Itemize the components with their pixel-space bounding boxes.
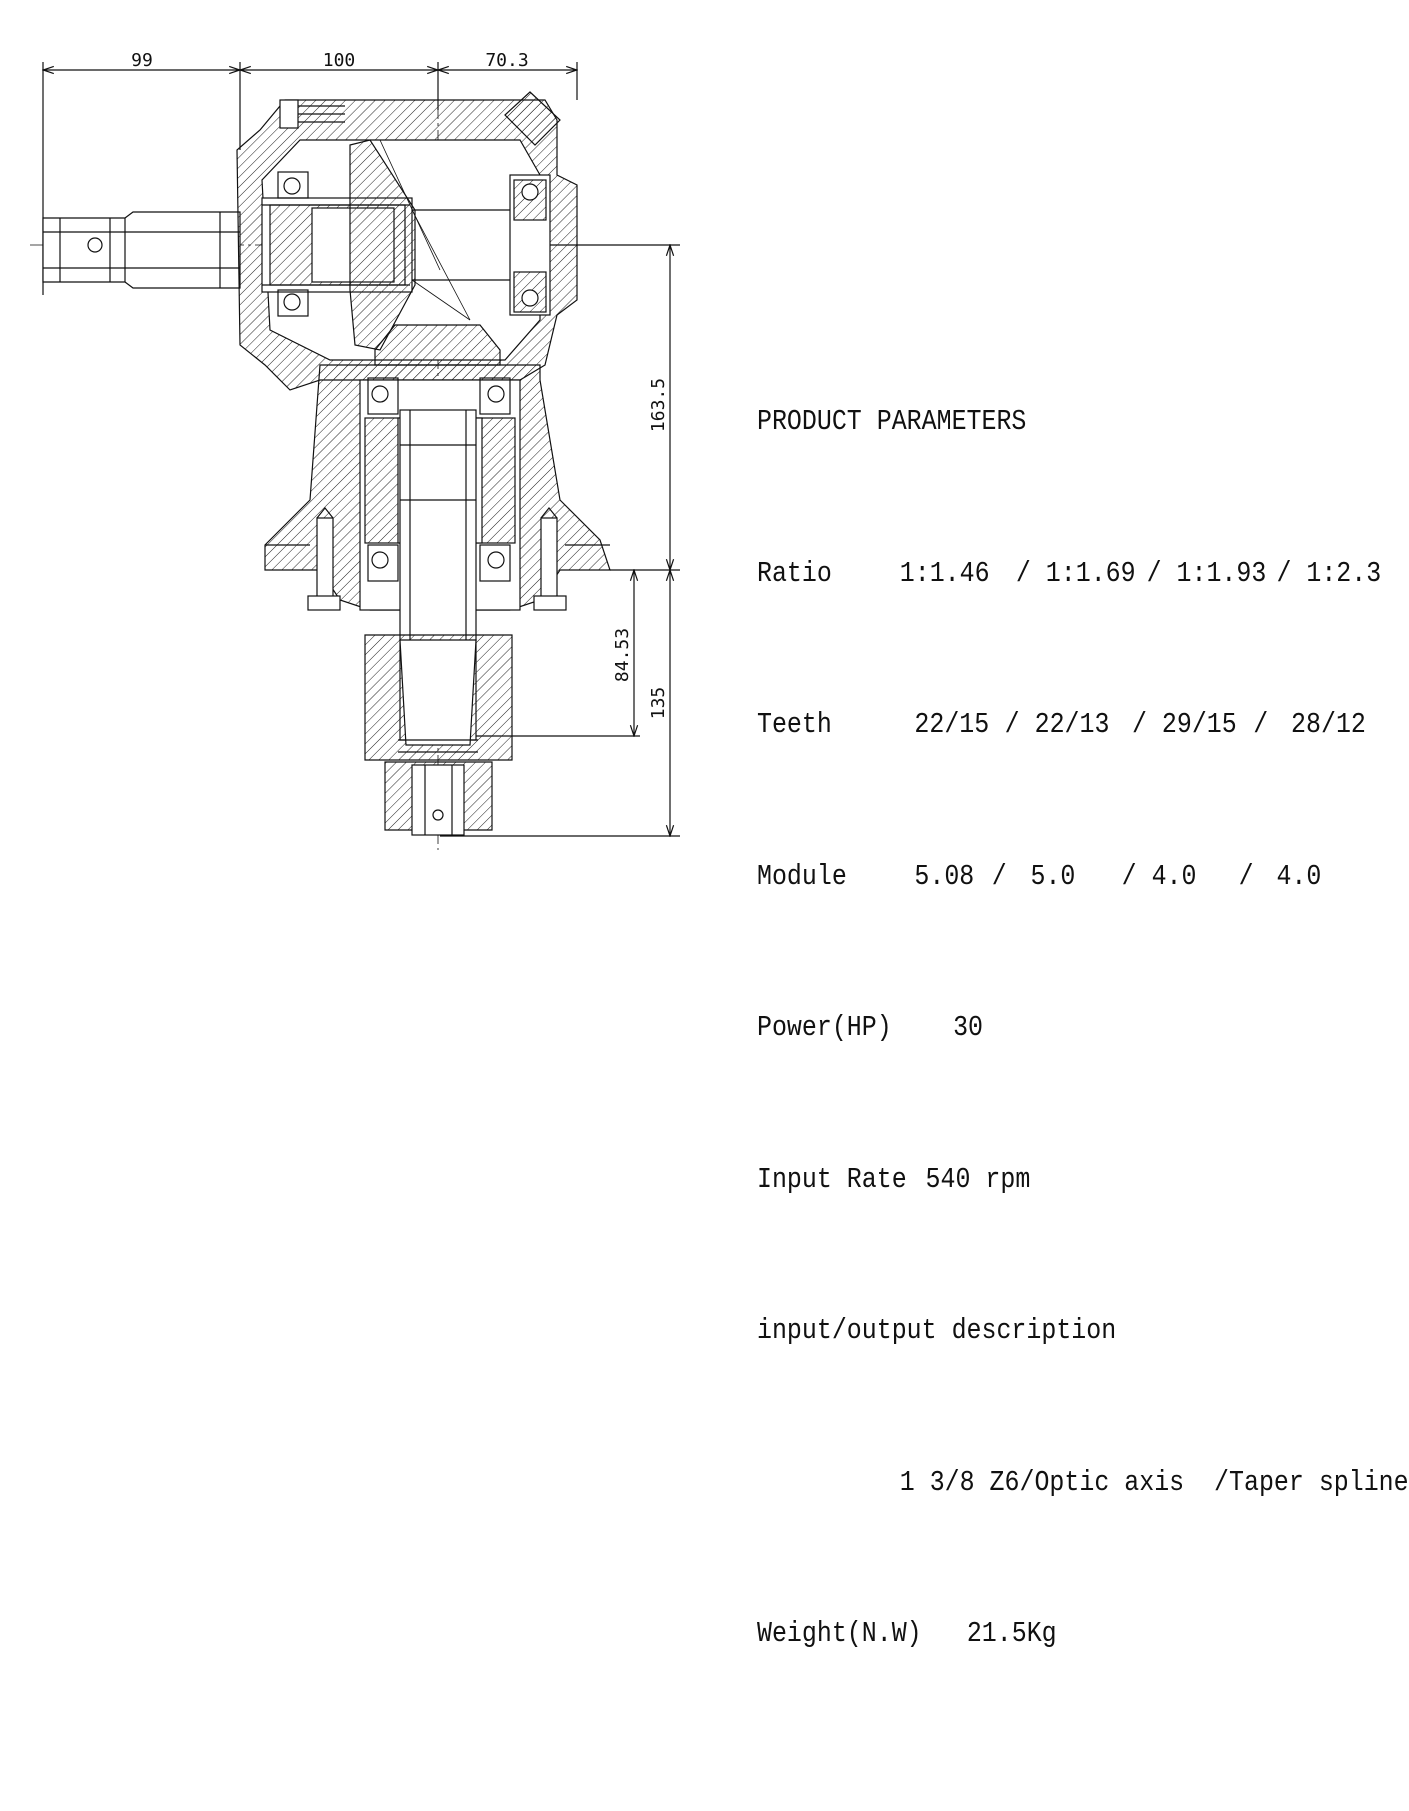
module-label: Module [757,859,847,893]
module-separator-1: / [991,859,1007,893]
input-rate-row: Input Rate 540 rpm [757,1155,1307,1206]
teeth-value-3: / 29/15 [1131,708,1237,741]
input-shaft [42,211,241,289]
ratio-row: Ratio 1:1.46 / 1:1.69 / 1:1.93 / 1:2.3 [757,549,1381,600]
ratio-value-4: / 1:2.3 [1276,556,1382,590]
ratio-value-3: / 1:1.93 [1146,556,1267,590]
power-label: Power(HP) [757,1011,892,1044]
weight-row: Weight(N.W) 21.5Kg [757,1609,1307,1660]
module-separator-2: / [1238,859,1254,893]
teeth-separator: / [1253,708,1269,741]
output-hub [364,634,513,761]
input-rate-value: 540 rpm [925,1162,1031,1196]
dim-70-3: 70.3 [485,50,528,71]
ratio-value-2: / 1:1.69 [1015,556,1136,590]
io-description-value: 1 3/8 Z6/Optic axis /Taper spline [899,1465,1409,1499]
output-bevel-gear [374,324,501,366]
module-value-3: / 4.0 [1121,859,1197,893]
spline-nut [384,761,493,836]
module-row: Module 5.08 / 5.0 / 4.0 / 4.0 [757,852,1321,903]
io-description-label-row: input/output description [757,1306,1307,1357]
dim-100: 100 [323,50,356,71]
upper-housing [236,91,578,391]
teeth-value-2: / 22/13 [1004,708,1110,741]
power-value: 30 [953,1011,984,1044]
teeth-row: Teeth 22/15 / 22/13 / 29/15 / 28/12 [757,700,1366,751]
input-rate-label: Input Rate [757,1162,907,1196]
lower-housing [264,364,611,741]
weight-label: Weight(N.W) [757,1617,922,1650]
teeth-label: Teeth [757,708,832,741]
module-value-4: 4.0 [1276,859,1322,893]
dim-163-5: 163.5 [648,378,669,432]
product-parameters-panel: PRODUCT PARAMETERS Ratio 1:1.46 / 1:1.69… [757,296,1409,1710]
teeth-value-1: 22/15 [914,708,990,741]
gearbox-section-drawing: 99 100 70.3 163.5 84.53 135 [30,50,680,850]
ratio-label: Ratio [757,556,832,590]
dim-84-53: 84.53 [612,628,633,682]
module-value-2: 5.0 [1030,859,1076,893]
parameters-heading: PRODUCT PARAMETERS [757,405,1027,438]
teeth-value-4: 28/12 [1291,708,1366,741]
dim-135: 135 [648,687,669,720]
ratio-value-1: 1:1.46 [899,556,990,590]
right-dimension-lines [440,245,680,836]
dim-99: 99 [131,50,153,71]
module-value-1: 5.08 [914,859,975,893]
io-description-value-row: 1 3/8 Z6/Optic axis /Taper spline [757,1458,1409,1509]
power-row: Power(HP) 30 [757,1003,1307,1054]
parameters-heading-row: PRODUCT PARAMETERS [757,397,1307,448]
io-description-label: input/output description [757,1314,1117,1347]
weight-value: 21.5Kg [966,1617,1057,1650]
